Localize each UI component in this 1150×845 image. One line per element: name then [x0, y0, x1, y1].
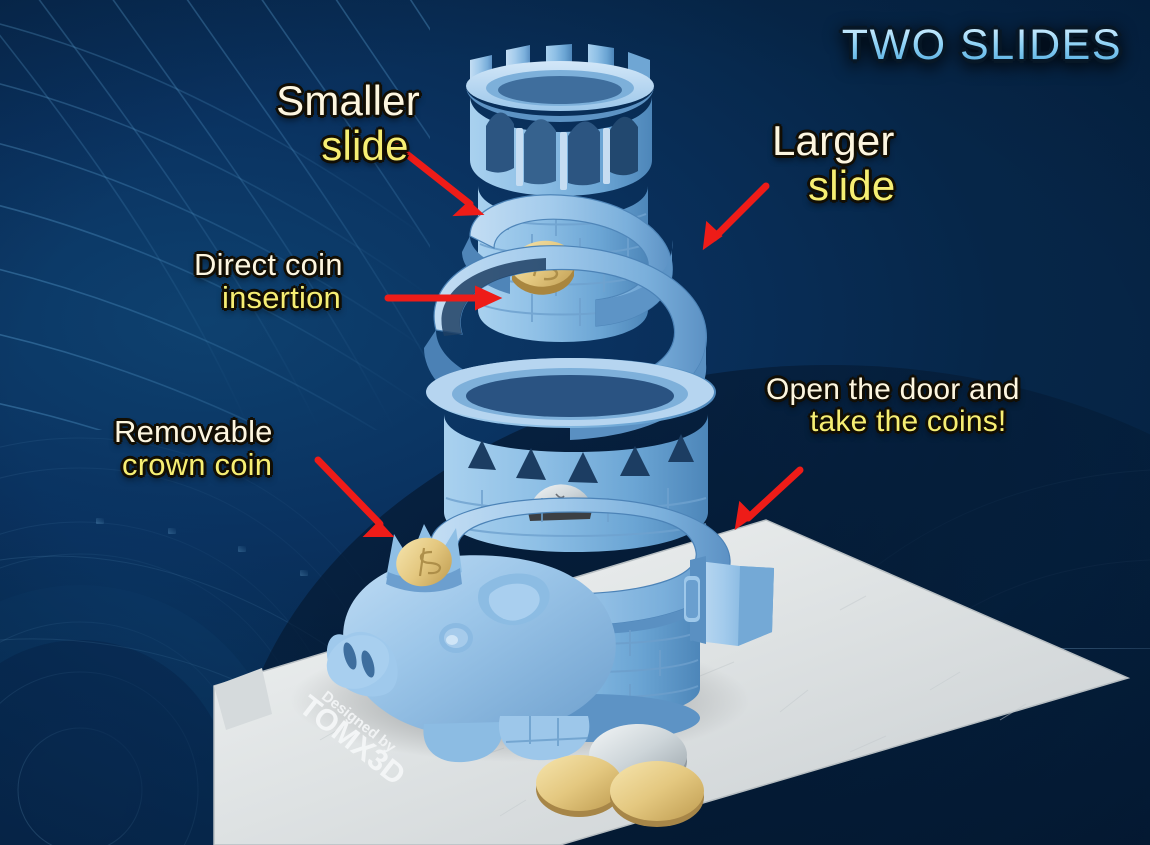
callout-removable-coin-line2: crown coin — [122, 447, 273, 483]
arrow-direct-insertion — [384, 285, 503, 311]
crown-coin — [396, 537, 452, 587]
tower-mid-walkway — [426, 358, 716, 428]
arrow-smaller-slide — [390, 140, 485, 217]
arrow-removable-coin — [314, 456, 395, 537]
callout-open-door: Open the door and take the coins! — [766, 373, 1020, 439]
callout-direct-insertion-line1: Direct coin — [194, 247, 343, 282]
callout-removable-coin-line1: Removable — [114, 414, 273, 449]
callout-arrows — [314, 140, 804, 537]
piggy-bank — [326, 524, 616, 763]
tower-side-door — [684, 556, 774, 646]
loose-coins — [536, 724, 704, 827]
callout-open-door-line1: Open the door and — [766, 373, 1020, 406]
callout-smaller-slide: Smaller slide — [258, 78, 438, 169]
tower-arch-gallery — [470, 96, 652, 196]
callout-larger-slide-line1: Larger — [772, 117, 895, 164]
page-title: TWO SLIDES — [841, 21, 1122, 69]
callout-open-door-line2: take the coins! — [810, 405, 1007, 439]
loose-coin-gold-right — [610, 761, 704, 827]
pig-nostrils — [343, 642, 375, 678]
callout-direct-insertion-line2: insertion — [222, 280, 341, 316]
callout-smaller-slide-line2: slide — [321, 122, 409, 170]
pig-eye — [439, 623, 473, 653]
arrow-larger-slide — [702, 182, 770, 251]
tower-mid-drum — [444, 414, 708, 552]
loose-coin-gold-left — [536, 755, 622, 817]
tower-battlements — [466, 44, 654, 122]
callout-smaller-slide-line1: Smaller — [276, 77, 420, 124]
merlon-triangles — [468, 434, 694, 483]
callout-direct-insertion: Direct coin insertion — [194, 248, 343, 315]
callout-larger-slide: Larger slide — [772, 118, 895, 209]
callout-larger-slide-line2: slide — [808, 162, 896, 210]
arrow-open-door — [734, 466, 804, 531]
callout-removable-coin: Removable crown coin — [114, 415, 273, 482]
castle-tower — [420, 44, 774, 742]
